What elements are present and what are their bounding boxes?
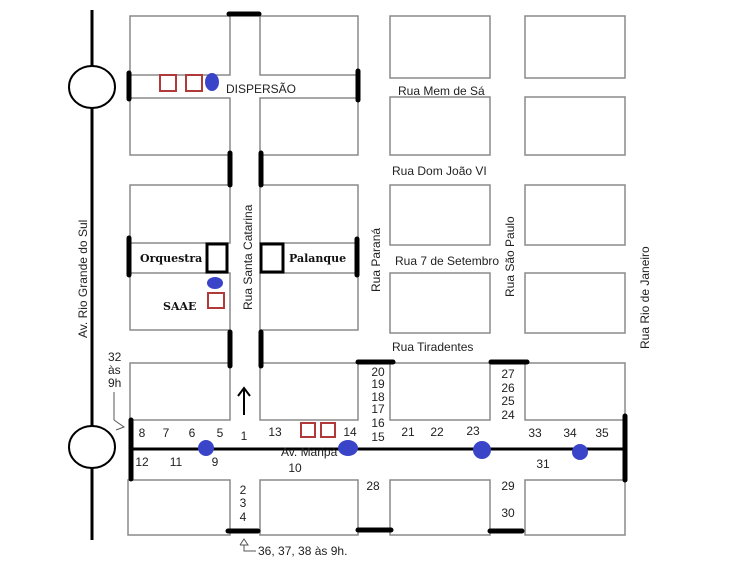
position-number: 6	[189, 426, 196, 440]
note-bottom: 36, 37, 38 às 9h.	[258, 544, 347, 558]
position-number: 24	[501, 408, 515, 422]
pointer-arrow-bottom-icon	[239, 538, 256, 552]
position-number: 35	[595, 426, 609, 440]
street-mem-de-sa: Rua Mem de Sá	[398, 84, 485, 98]
position-number: 23	[466, 424, 480, 438]
street-maripa: Av. Maripá	[281, 445, 338, 459]
position-number: 13	[268, 425, 282, 439]
position-number: 21	[401, 425, 415, 439]
note-left: 9h	[108, 376, 121, 390]
position-number: 27	[501, 367, 515, 381]
position-number: 18	[371, 390, 385, 404]
pointer-arrow-left-icon	[113, 392, 126, 431]
barriers	[126, 11, 628, 534]
street-tiradentes: Rua Tiradentes	[392, 340, 473, 354]
street-rio-de-janeiro: Rua Rio de Janeiro	[638, 246, 652, 349]
position-number: 3	[240, 496, 247, 510]
position-number: 14	[343, 425, 357, 439]
street-santa-catarina: Rua Santa Catarina	[241, 204, 255, 310]
orquestra-label: Orquestra	[140, 252, 202, 265]
position-number: 11	[170, 455, 183, 469]
dispersao-label: DISPERSÃO	[226, 82, 296, 96]
palanque-box	[259, 242, 285, 274]
position-number: 19	[371, 377, 385, 391]
note-left: 32	[108, 350, 122, 364]
position-number: 22	[430, 425, 444, 439]
position-number: 5	[217, 426, 224, 440]
position-number: 31	[536, 457, 550, 471]
position-number: 7	[163, 426, 170, 440]
direction-arrow-icon	[237, 386, 251, 415]
position-number: 33	[528, 426, 542, 440]
palanque-label: Palanque	[289, 252, 346, 265]
roundabout-bottom	[68, 425, 116, 469]
position-number: 12	[135, 455, 149, 469]
roundabout-top	[68, 65, 116, 109]
position-number: 10	[288, 461, 302, 475]
position-number: 20	[371, 365, 385, 379]
position-number: 17	[371, 402, 385, 416]
position-number: 1	[241, 429, 248, 443]
position-number: 25	[501, 394, 515, 408]
position-number: 28	[366, 479, 380, 493]
position-number: 29	[501, 479, 515, 493]
position-number: 26	[501, 381, 515, 395]
position-number: 8	[139, 426, 146, 440]
position-number: 15	[371, 430, 385, 444]
stage-boxes	[205, 242, 285, 274]
street-av-rio-grande: Av. Rio Grande do Sul	[76, 220, 90, 338]
blue-dots	[198, 73, 588, 460]
street-sete-setembro: Rua 7 de Setembro	[395, 254, 499, 268]
city-blocks	[127, 15, 626, 536]
position-number: 30	[501, 506, 515, 520]
position-number: 4	[240, 510, 247, 524]
street-dom-joao: Rua Dom João VI	[392, 164, 487, 178]
note-left: às	[108, 363, 121, 377]
position-number: 16	[371, 416, 385, 430]
street-parana: Rua Paraná	[369, 228, 383, 292]
position-number: 34	[563, 426, 577, 440]
street-sao-paulo: Rua São Paulo	[503, 216, 517, 297]
red-squares	[159, 74, 336, 438]
saae-label: SAAE	[163, 300, 196, 313]
position-number: 2	[240, 483, 247, 497]
orquestra-box	[205, 242, 229, 274]
position-number: 9	[212, 455, 219, 469]
